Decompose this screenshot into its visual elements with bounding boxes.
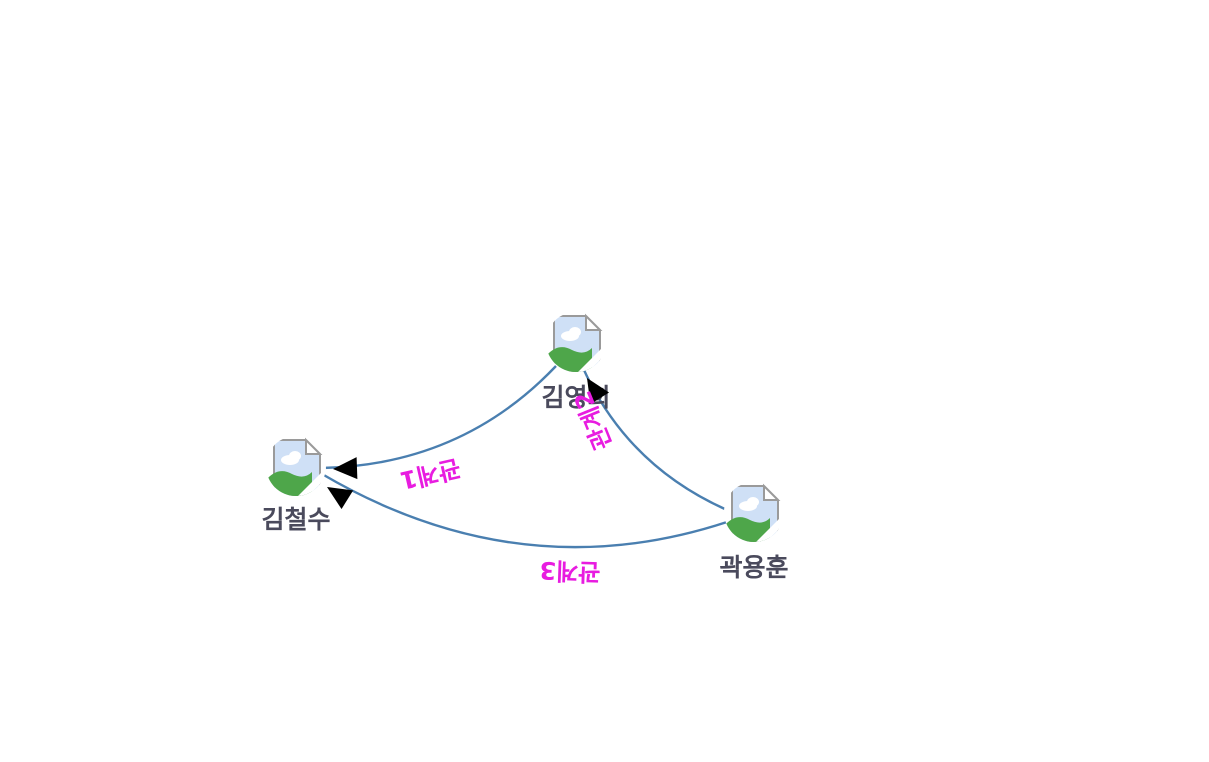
- node-yhun[interactable]: [722, 480, 786, 544]
- edge-yh-cs[interactable]: [321, 365, 557, 470]
- node-yh[interactable]: [544, 310, 608, 374]
- arrowhead-e3: [327, 487, 354, 510]
- edge-label-e1: 관계1: [397, 453, 463, 494]
- broken-image-icon: [544, 310, 608, 374]
- edge-yhun-cs[interactable]: [321, 472, 728, 549]
- arrow-layer: [327, 378, 610, 510]
- edge-layer: [321, 365, 728, 549]
- broken-image-icon: [722, 480, 786, 544]
- node-label-cs: 김철수: [261, 505, 330, 534]
- broken-image-icon: [264, 434, 328, 498]
- node-label-yhun: 곽용훈: [719, 553, 788, 582]
- arrowhead-e2: [587, 378, 610, 405]
- node-cs[interactable]: [264, 434, 328, 498]
- arrowhead-e1: [333, 457, 358, 480]
- edge-label-e3: 관계3: [539, 556, 601, 586]
